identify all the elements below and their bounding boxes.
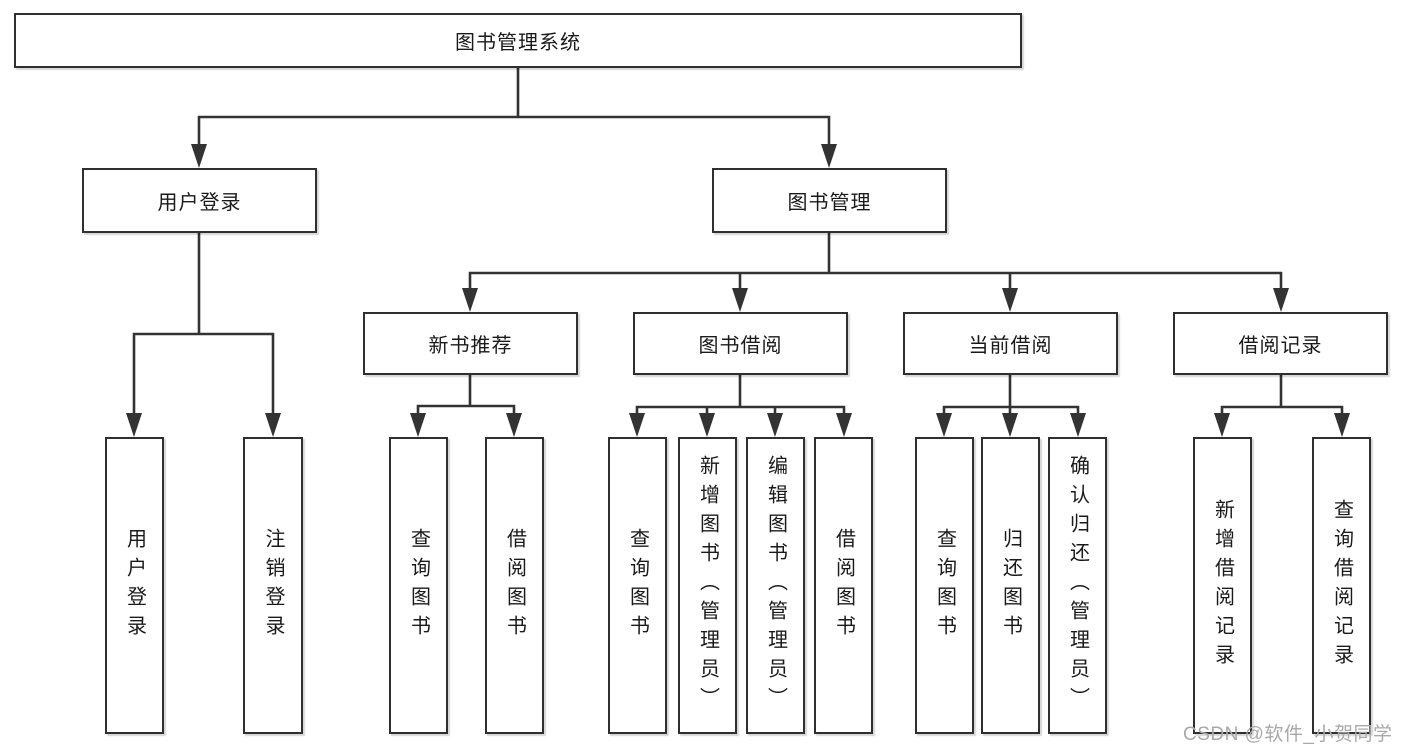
- arrow-down-icon: [936, 413, 952, 437]
- edge-bookmgmt-to-level2: [468, 231, 1283, 296]
- node-book-management: 图书管理: [712, 168, 947, 233]
- node-new-book-recommend: 新书推荐: [363, 312, 578, 375]
- arrow-down-icon: [191, 144, 207, 168]
- arrow-down-icon: [506, 413, 522, 437]
- node-leaf-confirm-return: 确认归还（管理员）: [1048, 437, 1107, 734]
- edge-userlogin-to-leaves: [132, 231, 275, 421]
- arrow-down-icon: [767, 413, 783, 437]
- node-leaf-borrow-book-2: 借阅图书: [814, 437, 873, 734]
- node-leaf-query-book-2: 查询图书: [608, 437, 667, 734]
- arrow-down-icon: [462, 288, 478, 312]
- arrow-down-icon: [1070, 413, 1086, 437]
- node-leaf-query-book-1: 查询图书: [389, 437, 448, 734]
- arrow-down-icon: [629, 413, 645, 437]
- arrow-down-icon: [836, 413, 852, 437]
- arrow-down-icon: [1002, 288, 1018, 312]
- node-borrow-record: 借阅记录: [1173, 312, 1388, 375]
- node-user-login: 用户登录: [82, 168, 317, 233]
- arrow-down-icon: [699, 413, 715, 437]
- arrow-down-icon: [821, 144, 837, 168]
- node-root: 图书管理系统: [14, 13, 1022, 68]
- arrow-down-icon: [1214, 413, 1230, 437]
- node-leaf-logout: 注销登录: [243, 437, 303, 734]
- arrow-down-icon: [732, 288, 748, 312]
- edge-borrowrecord-to-leaves: [1220, 373, 1344, 421]
- node-leaf-user-login: 用户登录: [105, 437, 164, 734]
- node-leaf-add-borrow-record: 新增借阅记录: [1193, 437, 1252, 734]
- node-leaf-return-book: 归还图书: [981, 437, 1040, 734]
- node-current-borrow: 当前借阅: [903, 312, 1118, 375]
- arrow-down-icon: [410, 413, 426, 437]
- edge-root-to-level1: [197, 66, 831, 152]
- edge-bookborrow-to-leaves: [635, 373, 846, 421]
- node-leaf-query-borrow-record: 查询借阅记录: [1312, 437, 1371, 734]
- arrow-down-icon: [1002, 413, 1018, 437]
- arrow-down-icon: [1273, 288, 1289, 312]
- edge-newbookrec-to-leaves: [416, 373, 516, 421]
- node-leaf-query-book-3: 查询图书: [915, 437, 974, 734]
- node-leaf-borrow-book-1: 借阅图书: [485, 437, 544, 734]
- node-leaf-add-book: 新增图书（管理员）: [678, 437, 737, 734]
- arrow-down-icon: [126, 413, 142, 437]
- node-leaf-edit-book: 编辑图书（管理员）: [746, 437, 805, 734]
- node-book-borrow: 图书借阅: [633, 312, 848, 375]
- edge-currentborrow-to-leaves: [942, 373, 1080, 421]
- arrow-down-icon: [1334, 413, 1350, 437]
- watermark: CSDN @软件_小贺同学: [1183, 724, 1393, 745]
- arrow-down-icon: [265, 413, 281, 437]
